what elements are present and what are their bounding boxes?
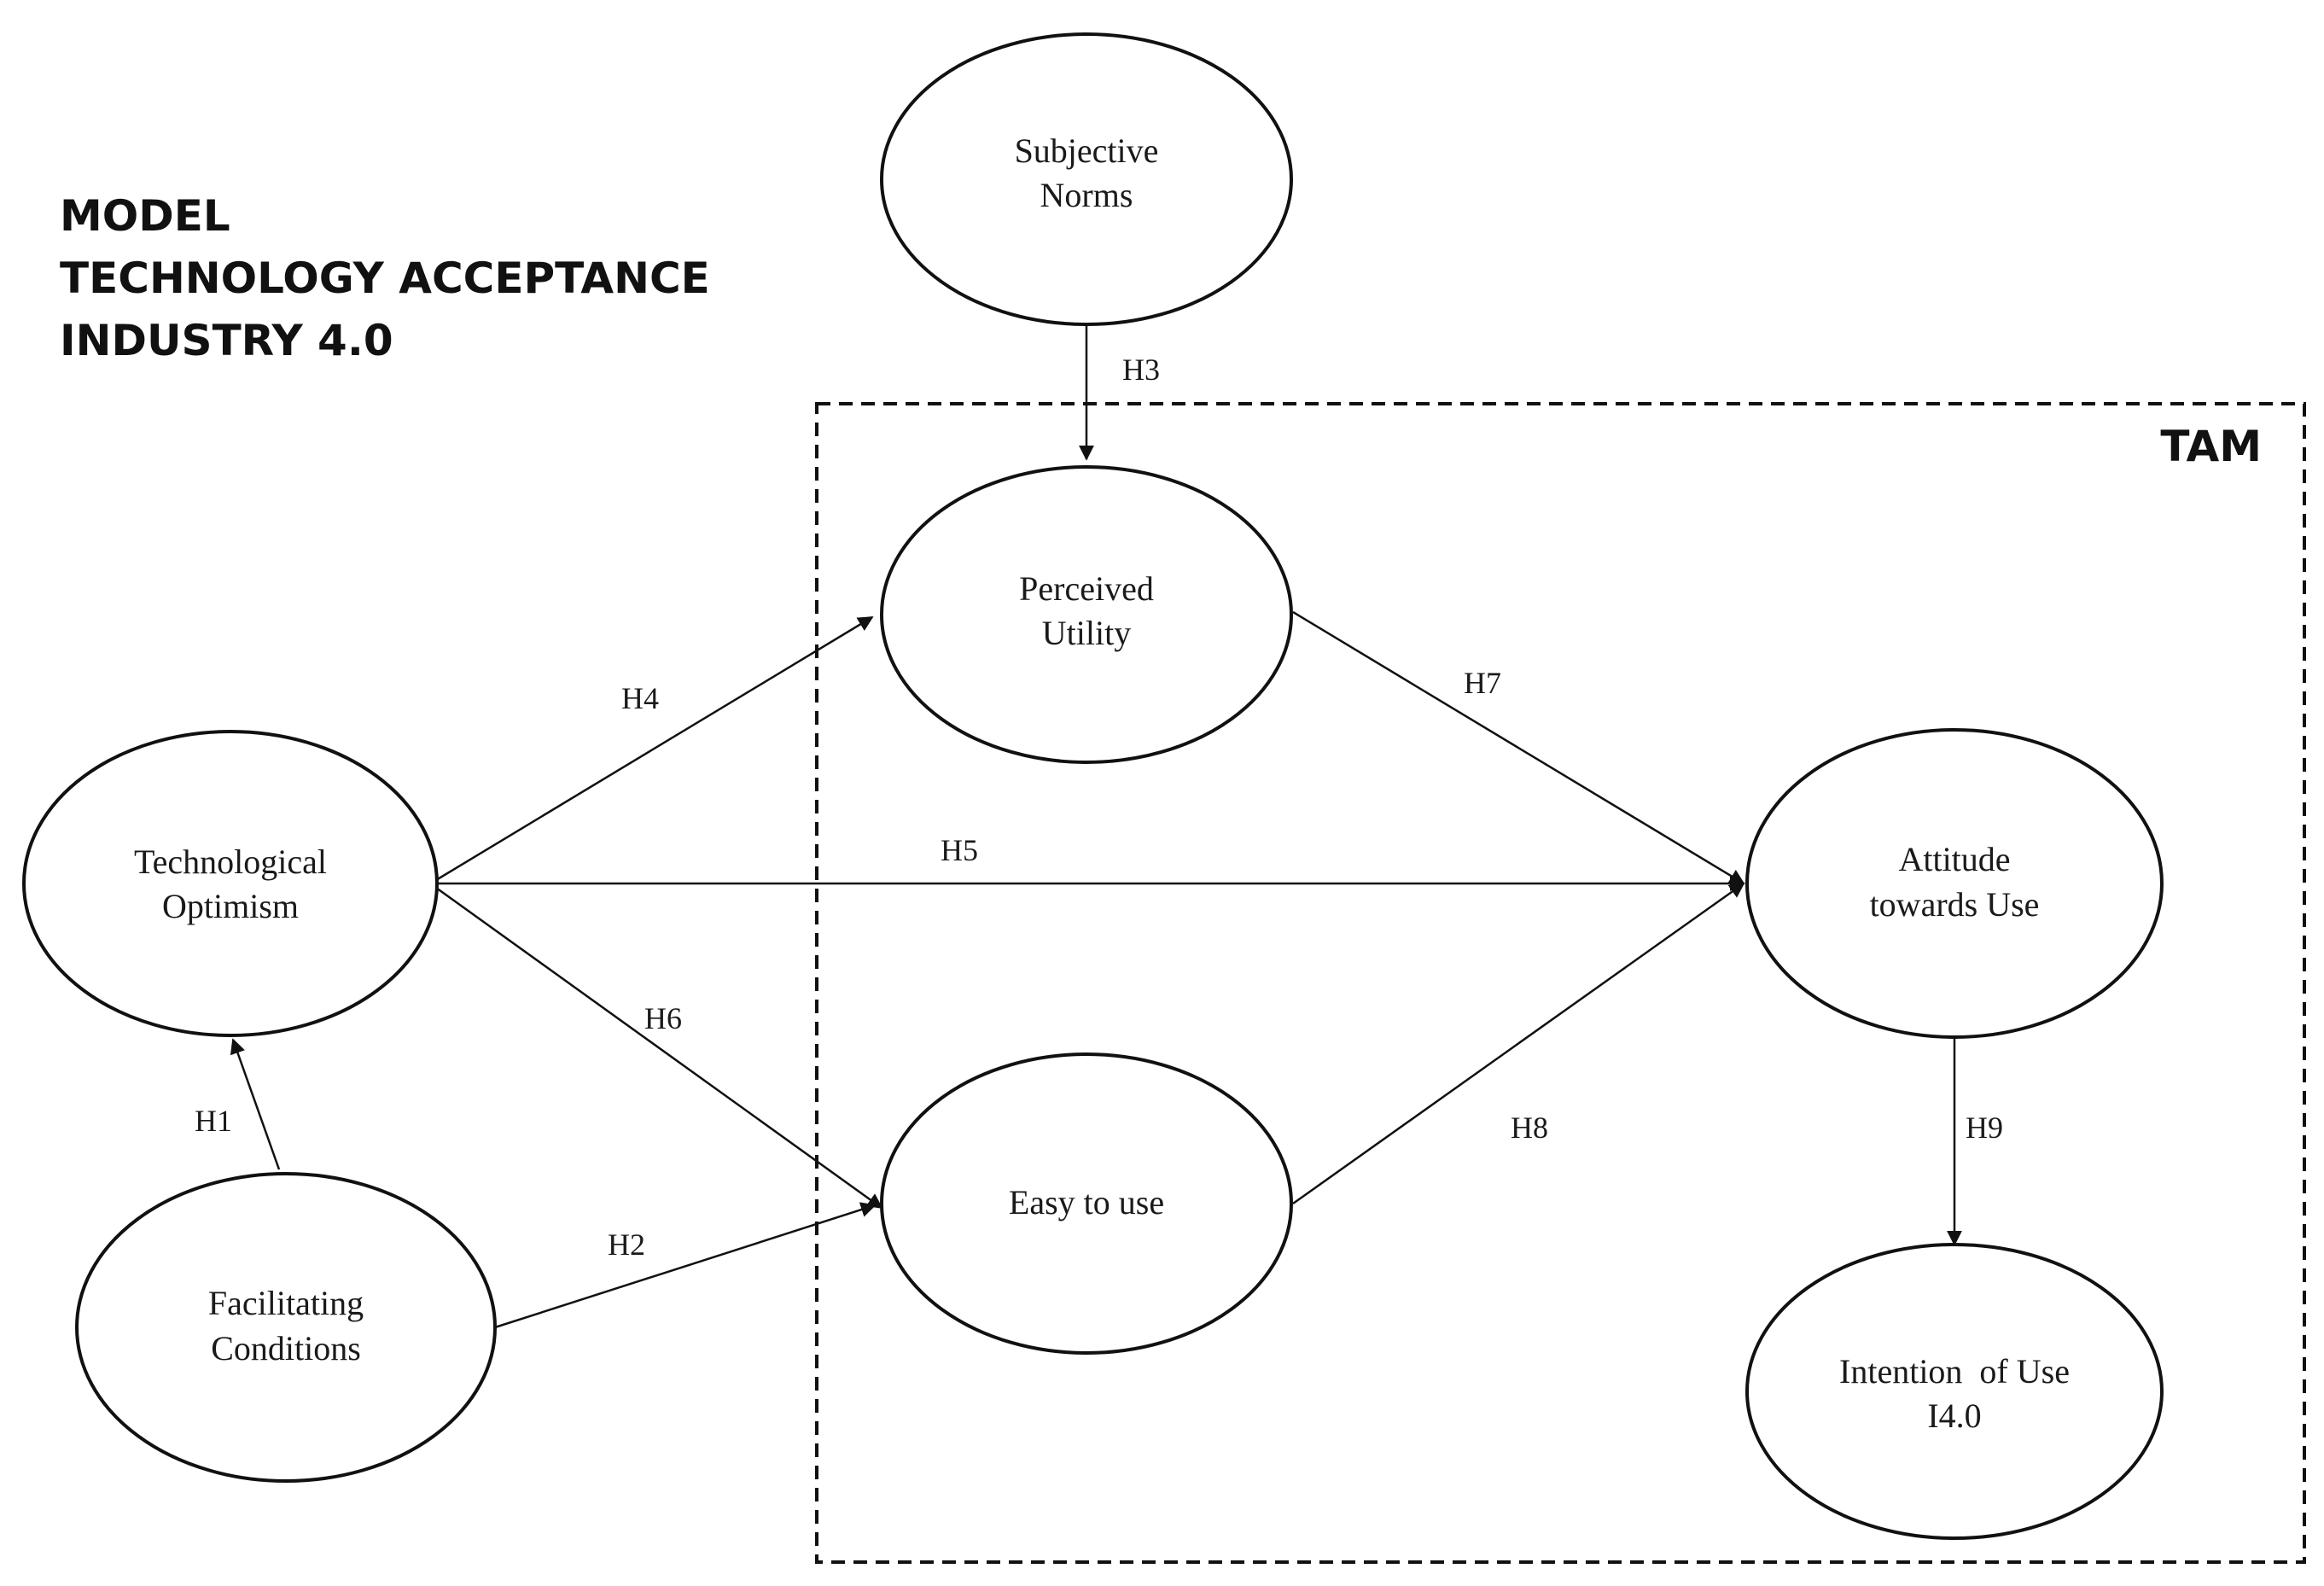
node-attitude-towards-use-shape — [1745, 728, 2164, 1039]
title-line-2: TECHNOLOGY ACCEPTANCE — [60, 254, 710, 303]
edge-h6 — [435, 886, 883, 1210]
node-technological-optimism-line-1: Technological — [134, 843, 327, 881]
label-h7: H7 — [1464, 666, 1501, 700]
node-easy-to-use: Easy to use — [880, 1052, 1293, 1355]
label-h5: H5 — [941, 833, 978, 867]
label-h3: H3 — [1122, 353, 1160, 387]
node-attitude-towards-use: Attitude towards Use — [1745, 728, 2164, 1039]
label-h9: H9 — [1966, 1111, 2003, 1145]
node-facilitating-conditions-line-2: Conditions — [211, 1329, 361, 1367]
node-technological-optimism-line-2: Optimism — [162, 887, 299, 925]
diagram-title: MODEL TECHNOLOGY ACCEPTANCE INDUSTRY 4.0 — [60, 191, 710, 365]
node-attitude-towards-use-line-1: Attitude — [1898, 840, 2010, 878]
node-intention-of-use-shape — [1745, 1243, 2164, 1540]
edges — [230, 325, 1962, 1329]
node-perceived-utility-shape — [880, 465, 1293, 764]
node-perceived-utility-line-1: Perceived — [1019, 569, 1154, 608]
node-intention-of-use-line-2: I4.0 — [1927, 1396, 1981, 1435]
node-attitude-towards-use-line-2: towards Use — [1870, 885, 2040, 924]
label-h1: H1 — [195, 1104, 232, 1138]
label-h2: H2 — [608, 1227, 645, 1262]
edge-h2 — [494, 1202, 877, 1329]
hypothesis-labels: H3 H4 H5 H6 H1 H2 H7 H8 H9 — [195, 353, 2003, 1262]
node-intention-of-use-line-1: Intention of Use — [1839, 1352, 2070, 1391]
node-easy-to-use-line-1: Easy to use — [1009, 1183, 1164, 1222]
node-facilitating-conditions-shape — [75, 1172, 497, 1483]
edge-h4 — [435, 615, 874, 882]
tam-boundary — [815, 402, 2306, 1564]
node-facilitating-conditions-line-1: Facilitating — [208, 1284, 364, 1322]
node-technological-optimism: Technological Optimism — [22, 730, 439, 1037]
title-line-3: INDUSTRY 4.0 — [60, 316, 393, 365]
node-perceived-utility-line-2: Utility — [1042, 614, 1131, 652]
edge-h8 — [1292, 882, 1745, 1205]
node-intention-of-use: Intention of Use I4.0 — [1745, 1243, 2164, 1540]
node-subjective-norms-line-1: Subjective — [1015, 131, 1159, 170]
label-h6: H6 — [644, 1001, 682, 1035]
node-easy-to-use-shape — [880, 1052, 1293, 1355]
title-line-1: MODEL — [60, 191, 230, 241]
edge-h7 — [1292, 610, 1745, 885]
tam-label: TAM — [2160, 422, 2262, 471]
node-subjective-norms: Subjective Norms — [880, 32, 1293, 326]
node-technological-optimism-shape — [22, 730, 439, 1037]
node-facilitating-conditions: Facilitating Conditions — [75, 1172, 497, 1483]
edge-h1 — [230, 1038, 281, 1170]
label-h4: H4 — [621, 681, 659, 715]
node-perceived-utility: Perceived Utility — [880, 465, 1293, 764]
node-subjective-norms-shape — [880, 32, 1293, 326]
label-h8: H8 — [1511, 1111, 1548, 1145]
node-subjective-norms-line-2: Norms — [1040, 176, 1133, 214]
